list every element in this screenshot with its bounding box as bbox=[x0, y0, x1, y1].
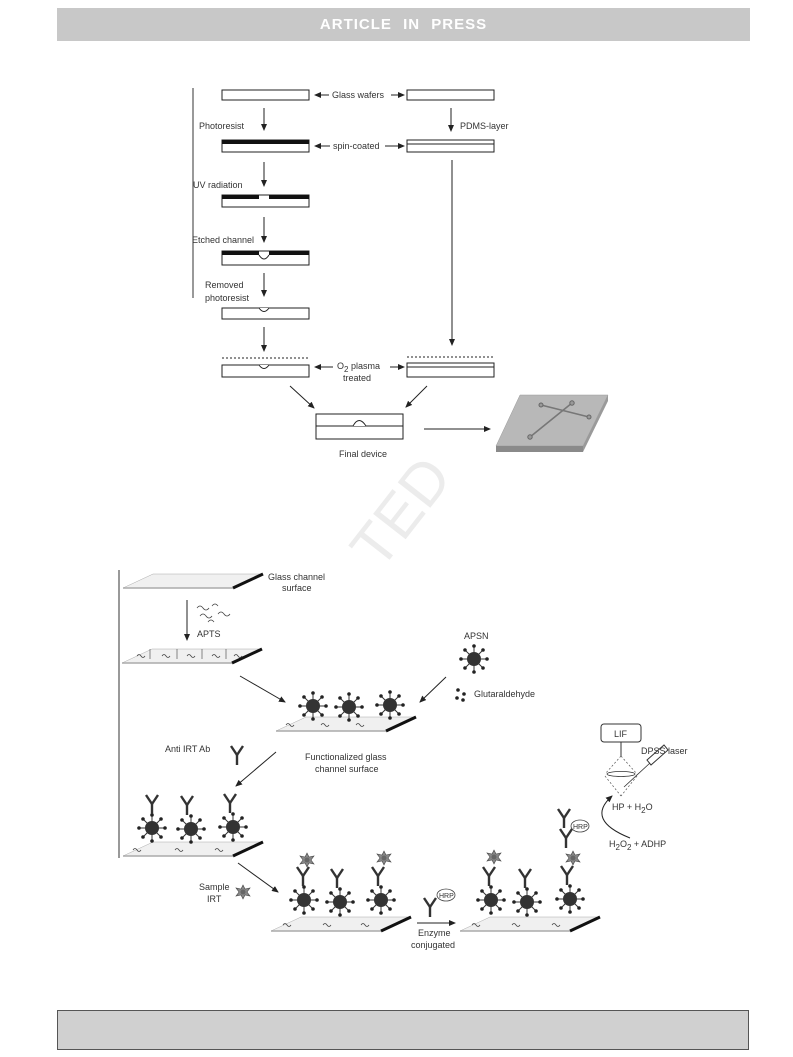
lif-label: LIF bbox=[614, 729, 628, 739]
glass-channel-surface-plate bbox=[121, 572, 265, 590]
uv-radiation-label: UV radiation bbox=[193, 180, 243, 190]
coated-wafer-right bbox=[406, 139, 495, 153]
irt-label: IRT bbox=[207, 894, 222, 904]
enzyme-label: Enzyme bbox=[418, 928, 451, 938]
bound-hrp-antibody bbox=[556, 807, 572, 830]
article-in-press-banner: ARTICLE IN PRESS bbox=[57, 8, 750, 41]
functionalized-particle-1 bbox=[297, 690, 329, 722]
fabrication-figure: Glass wafers Photoresist PDMS-layer spin… bbox=[192, 88, 609, 459]
immunoassay-figure: Glass channel surface APTS APSN Glutaral… bbox=[118, 570, 688, 950]
hrp-conjugate-antibody bbox=[422, 896, 438, 919]
hrp-label: HRP bbox=[439, 893, 454, 900]
glass-channel-label: Glass channel bbox=[268, 572, 325, 582]
h2o2-adhp-label: H2O2 + ADHP bbox=[609, 839, 666, 852]
bound-antibody-1 bbox=[144, 793, 160, 816]
final-chip-3d bbox=[495, 394, 609, 452]
anti-irt-antibody-icon bbox=[229, 744, 245, 767]
channel-surface-label: channel surface bbox=[315, 764, 379, 774]
hrp-enzyme-tag bbox=[436, 888, 456, 902]
glutaraldehyde-dots bbox=[455, 688, 466, 702]
pdms-layer-label: PDMS-layer bbox=[460, 121, 509, 131]
bound-antibody-3 bbox=[222, 792, 238, 815]
functionalized-label: Functionalized glass bbox=[305, 752, 387, 762]
functionalized-plate bbox=[274, 715, 418, 733]
photoresist-label: Photoresist bbox=[199, 121, 245, 131]
functionalized-particle-3 bbox=[374, 689, 406, 721]
bound-antibody-2 bbox=[179, 794, 195, 817]
photoresist-removed-label: photoresist bbox=[205, 293, 250, 303]
etched-channel-label: Etched channel bbox=[192, 235, 254, 245]
spin-coated-label: spin-coated bbox=[333, 141, 380, 151]
detection-plate bbox=[458, 915, 602, 933]
glass-wafers-label: Glass wafers bbox=[332, 90, 385, 100]
surface-label: surface bbox=[282, 583, 312, 593]
sample-label: Sample bbox=[199, 882, 230, 892]
bound-hrp-label: HRP bbox=[573, 824, 588, 831]
apts-plate bbox=[120, 647, 264, 665]
removed-label: Removed bbox=[205, 280, 244, 290]
treated-label: treated bbox=[343, 373, 371, 383]
lens-icon bbox=[606, 771, 636, 777]
o2-plasma-label: O2 plasma bbox=[337, 361, 380, 374]
apsn-label: APSN bbox=[464, 631, 489, 641]
hp-h2o-label: HP + H2O bbox=[612, 802, 653, 815]
final-device-label: Final device bbox=[339, 449, 387, 459]
banner-text: ARTICLE IN PRESS bbox=[319, 16, 488, 33]
dpss-laser-label: DPSS laser bbox=[641, 746, 688, 756]
glutaraldehyde-label: Glutaraldehyde bbox=[474, 689, 535, 699]
conjugated-label: conjugated bbox=[411, 940, 455, 950]
apts-label: APTS bbox=[197, 629, 221, 639]
watermark: TED bbox=[337, 444, 464, 580]
final-device-cross-section bbox=[315, 413, 404, 440]
glass-wafer-left bbox=[221, 89, 310, 101]
irt-antigen-icon bbox=[235, 884, 251, 900]
antibody-plate bbox=[121, 840, 265, 858]
sample-plate bbox=[269, 915, 413, 933]
anti-irt-ab-label: Anti IRT Ab bbox=[165, 744, 210, 754]
apsn-particle bbox=[458, 643, 490, 675]
footer-box bbox=[57, 1010, 749, 1050]
dpss-laser-icon bbox=[623, 744, 669, 788]
glass-wafer-right bbox=[406, 89, 495, 101]
